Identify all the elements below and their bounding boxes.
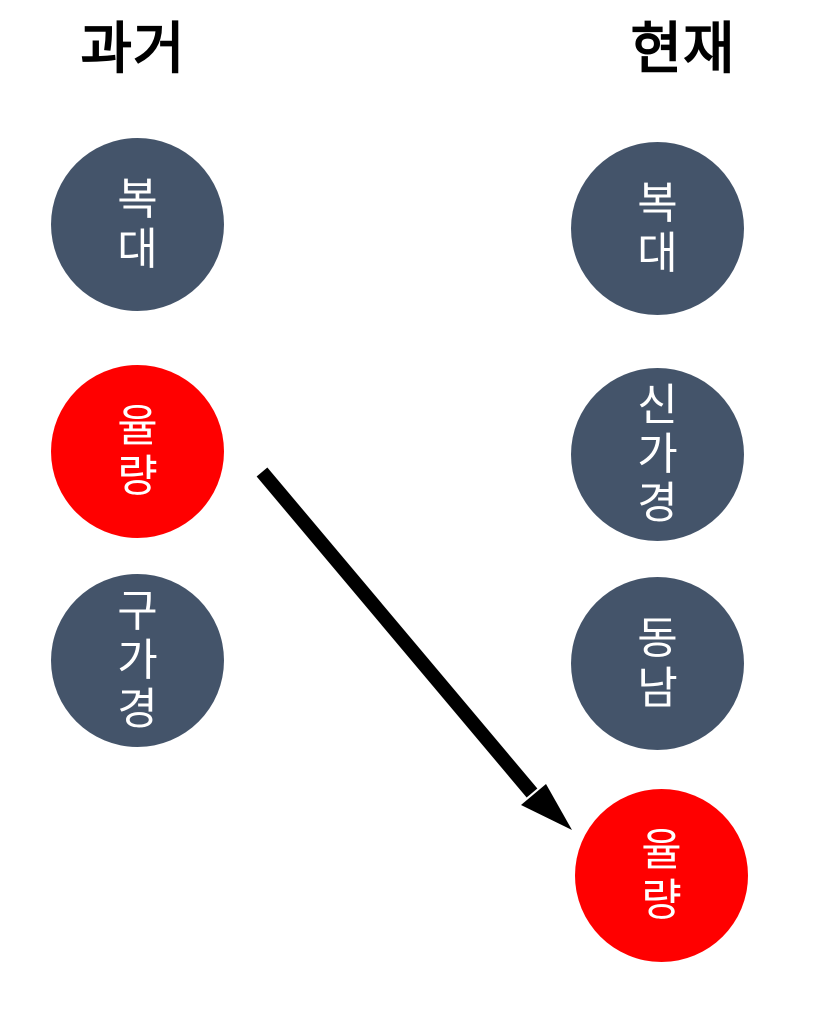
node-label: 율량	[117, 401, 158, 502]
past-node-yullyang: 율량	[51, 365, 224, 538]
past-node-bokdae: 복대	[51, 138, 224, 311]
present-node-dongnam: 동남	[571, 577, 744, 750]
node-label: 복대	[637, 178, 678, 279]
past-node-gugagyeong: 구가경	[51, 574, 224, 747]
present-node-yullyang: 율량	[575, 789, 748, 962]
present-node-bokdae: 복대	[571, 142, 744, 315]
past-column-title: 과거	[80, 17, 186, 82]
arrow-head	[521, 784, 572, 830]
node-label: 율량	[641, 825, 682, 926]
node-label: 구가경	[117, 585, 158, 736]
node-label: 복대	[117, 174, 158, 275]
present-column-title: 현재	[630, 17, 736, 82]
node-label: 신가경	[637, 379, 678, 530]
present-node-singagyeong: 신가경	[571, 368, 744, 541]
arrow-shaft	[256, 467, 538, 798]
node-label: 동남	[637, 613, 678, 714]
